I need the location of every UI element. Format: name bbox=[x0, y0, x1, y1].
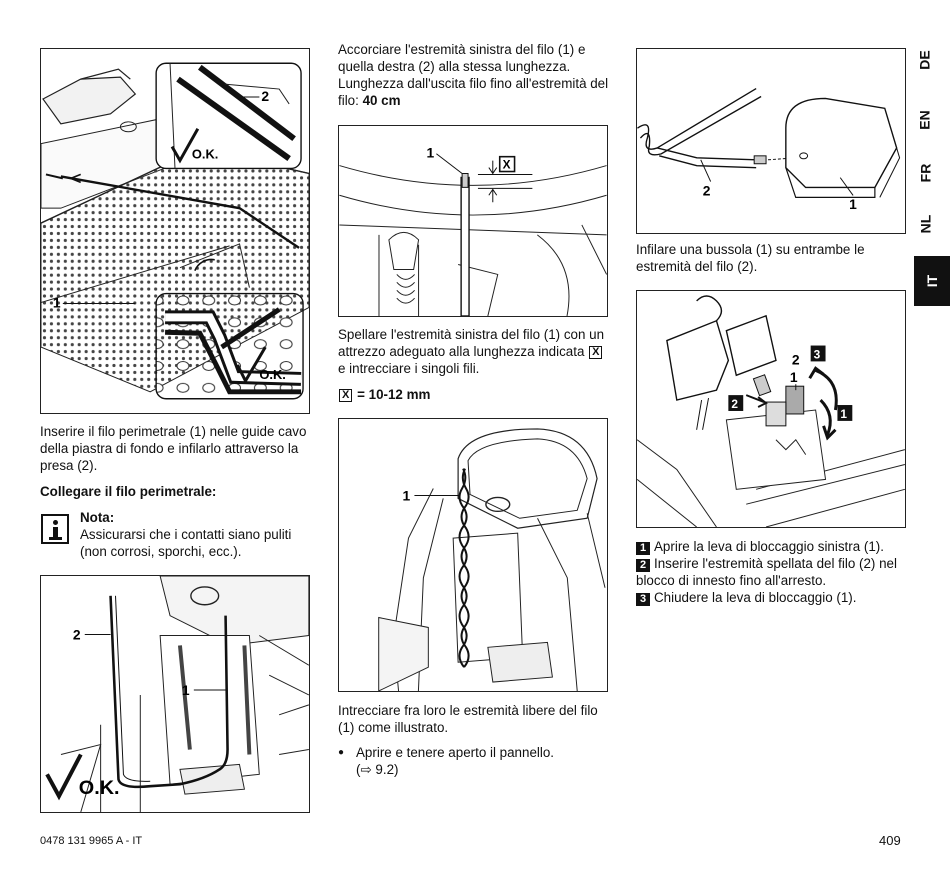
lang-tab-nl: NL bbox=[916, 214, 933, 234]
fig2-col1-label-2: 2 bbox=[73, 626, 81, 642]
fig1-ok-bottom: O.K. bbox=[259, 367, 286, 382]
fig-clamp-step-3: 3 bbox=[814, 347, 821, 361]
text-measure: X = 10-12 mm bbox=[338, 386, 430, 403]
figure-wire-guides: 1 2 O.K. O.K. bbox=[40, 48, 310, 414]
doc-code: 0478 131 9965 A - IT bbox=[40, 835, 143, 847]
fig2-col1-label-1: 1 bbox=[182, 682, 190, 698]
text-insert-sleeve: Infilare una bussola (1) su entrambe le … bbox=[636, 242, 865, 274]
fig-strip-label-x: X bbox=[503, 158, 511, 172]
fig1-ok-top: O.K. bbox=[192, 147, 219, 162]
note-text: Assicurarsi che i contatti siano puliti … bbox=[80, 527, 292, 559]
lang-tab-de: DE bbox=[916, 50, 933, 70]
lang-tab-it-active: IT bbox=[914, 256, 950, 306]
fig-clamp-step-1: 1 bbox=[840, 407, 847, 421]
fig-sleeve-label-2: 2 bbox=[703, 182, 711, 198]
fig-clamp-label-2: 2 bbox=[792, 351, 800, 367]
bullet-open-panel: Aprire e tenere aperto il pannello.(⇨ 9.… bbox=[338, 744, 610, 778]
text-shorten-wire: Accorciare l'estremità sinistra del filo… bbox=[338, 42, 609, 108]
figure-wire-sleeve: 2 1 bbox=[636, 48, 906, 234]
lang-tab-fr: FR bbox=[916, 163, 933, 183]
note-title: Nota: bbox=[80, 510, 115, 525]
figure-twisted-wire: 1 bbox=[338, 418, 608, 692]
info-icon bbox=[41, 514, 69, 544]
figure-strip-length: 1 X bbox=[338, 125, 608, 317]
text-strip-wire: Spellare l'estremità sinistra del filo (… bbox=[338, 327, 605, 376]
lang-tab-en: EN bbox=[916, 110, 933, 130]
figure-clamp-lever: 2 1 3 2 1 bbox=[636, 290, 906, 528]
fig-strip-label-1: 1 bbox=[426, 145, 434, 161]
fig1-label-1: 1 bbox=[53, 294, 61, 310]
text-insert-wire: Inserire il filo perimetrale (1) nelle g… bbox=[40, 424, 307, 473]
fig-sleeve-label-1: 1 bbox=[849, 196, 857, 212]
heading-connect-wire: Collegare il filo perimetrale: bbox=[40, 484, 217, 499]
page-number: 409 bbox=[879, 833, 901, 848]
fig1-label-2: 2 bbox=[261, 88, 269, 104]
fig-clamp-label-1: 1 bbox=[790, 369, 798, 385]
fig-twist-label-1: 1 bbox=[403, 487, 411, 503]
figure-wire-routing: 2 1 O.K. bbox=[40, 575, 310, 813]
fig-clamp-step-2: 2 bbox=[731, 397, 738, 411]
text-twist-wire: Intrecciare fra loro le estremità libere… bbox=[338, 703, 598, 735]
fig2-col1-ok: O.K. bbox=[79, 777, 120, 799]
